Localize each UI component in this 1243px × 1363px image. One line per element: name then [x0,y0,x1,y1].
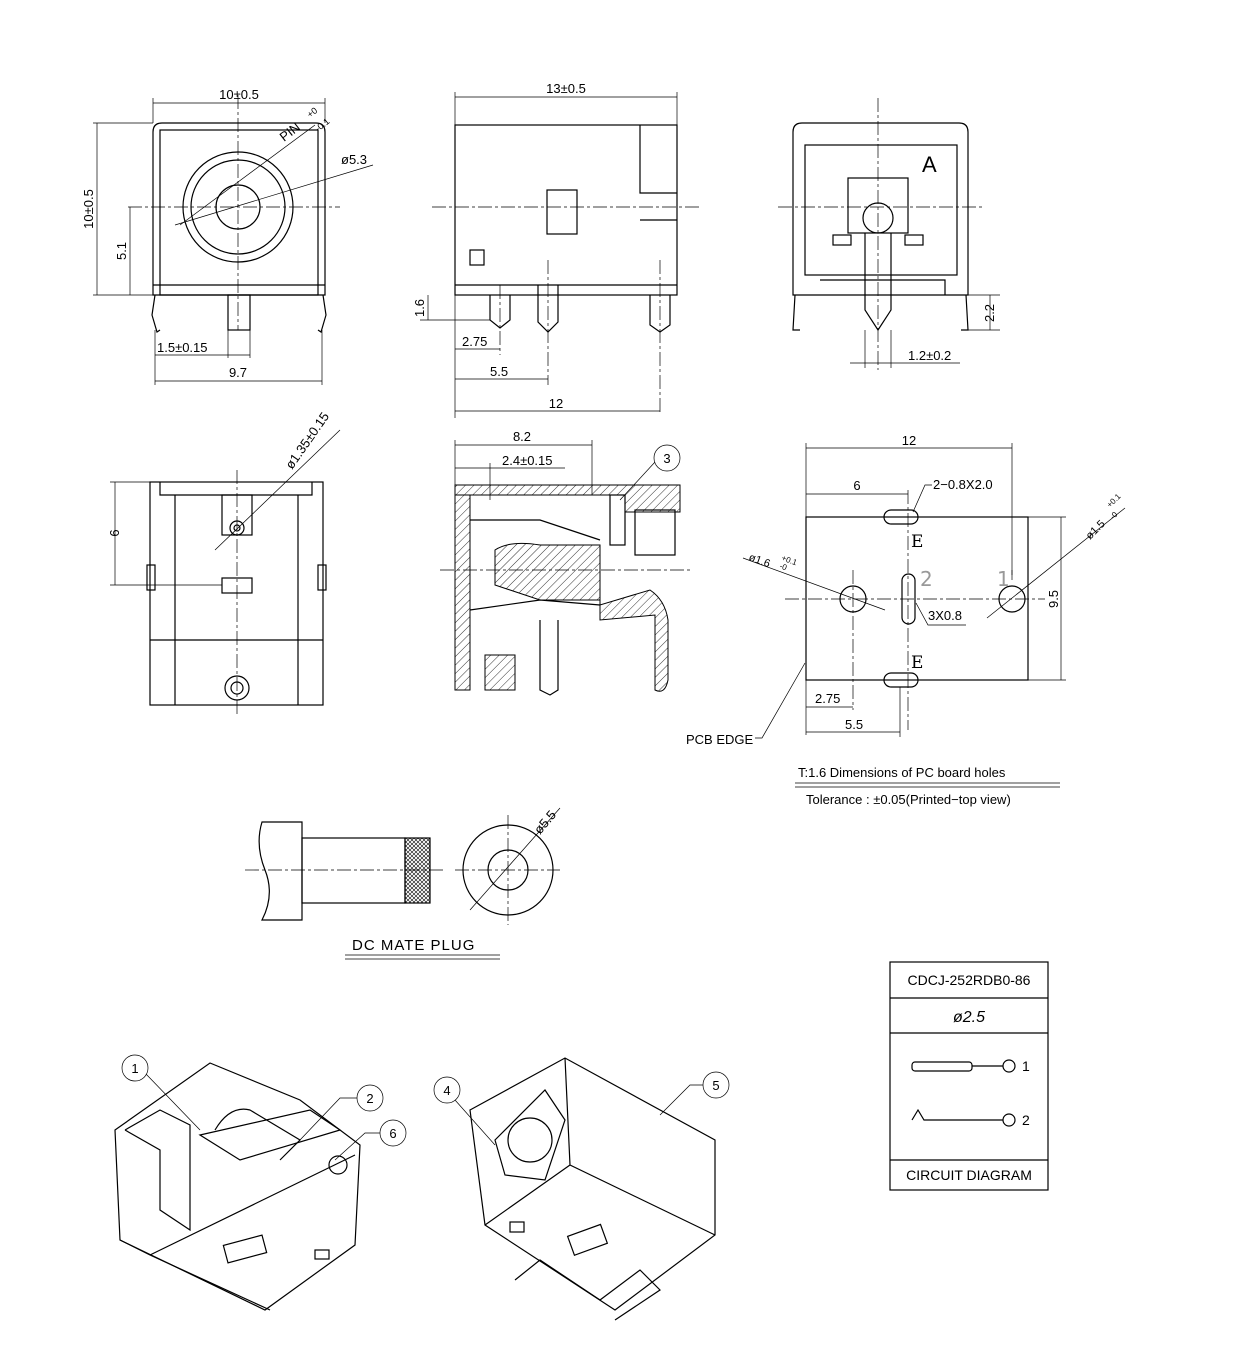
dim-height: 10±0.5 [81,189,96,229]
pcb-edge-label: PCB EDGE [686,732,754,747]
pcb-note-1: T:1.6 Dimensions of PC board holes [798,765,1006,780]
circuit-pin-2: 2 [1022,1112,1030,1128]
front-view: 10±0.5 10±0.5 5.1 PIN +0 -0.1 ø5.3 1.5±0… [81,87,374,385]
callout-3: 3 [663,451,670,466]
plug-title: DC MATE PLUG [352,937,475,954]
pcb-dim-height: 9.5 [1046,590,1061,608]
pin-1-label: 1 [997,567,1010,591]
hole1-tol-minus: -0 [1108,510,1120,522]
dim-outer-dia: ø5.3 [341,152,367,167]
dim-hole-dia: ø1.35±0.15 [282,409,332,471]
pin-tol-minus: -0.1 [313,116,331,133]
pcb-dim-half: 6 [853,478,860,493]
dim-24: 2.4±0.15 [502,453,553,468]
dim-pin-span: 9.7 [229,365,247,380]
iso-callout-6: 6 [389,1126,396,1141]
pcb-dim-width: 12 [902,433,916,448]
mate-plug: ø5.5 DC MATE PLUG [245,807,561,960]
dim-pin-length: 2.2 [982,304,997,322]
dim-pin-width: 1.5±0.15 [157,340,208,355]
iso-view-left: 1 2 6 [114,1054,407,1311]
dim-center-height: 5.1 [114,242,129,260]
hole1-tol-plus: +0.1 [1105,491,1123,509]
dim-275: 2.75 [462,334,487,349]
pcb-dim-275: 2.75 [815,691,840,706]
section-view: 8.2 2.4±0.15 3 [440,429,690,696]
part-number: CDCJ-252RDB0-86 [908,972,1031,988]
dim-12: 12 [549,396,563,411]
polarity-mark: A [922,152,937,177]
iso-view-right: 4 5 [433,1057,730,1321]
pin-2-label: 2 [920,567,933,591]
slot-size: 3X0.8 [928,608,962,623]
hole2-tol-minus: -0 [778,561,788,572]
pcb-dim-55: 5.5 [845,717,863,732]
pin-diameter: ø2.5 [953,1009,985,1026]
pin-tol-plus: +0 [305,105,319,119]
dim-standoff: 1.6 [412,299,427,317]
slot-note: 2−0.8X2.0 [933,477,993,492]
pcb-layout: E E 2 1 12 6 2−0.8X2.0 ø1.6 +0.1 -0 ø1.5… [686,433,1126,807]
earth-mark-top: E [911,532,923,552]
iso-callout-4: 4 [443,1083,450,1098]
circuit-pin-1: 1 [1022,1058,1030,1074]
iso-callout-5: 5 [712,1078,719,1093]
pcb-note-2: Tolerance : ±0.05(Printed−top view) [806,792,1011,807]
hole2-dia: ø1.6 [747,552,772,571]
hole1-dia: ø1.5 [1084,518,1108,542]
dim-82: 8.2 [513,429,531,444]
dim-width: 10±0.5 [219,87,259,102]
iso-callout-1: 1 [131,1061,138,1076]
dim-rear-pin-width: 1.2±0.2 [908,348,951,363]
plug-dia: ø5.5 [531,807,559,837]
dim-55: 5.5 [490,364,508,379]
side-view: 13±0.5 1.6 2.75 5.5 12 [412,81,700,418]
iso-callout-2: 2 [366,1091,373,1106]
dim-length: 13±0.5 [546,81,586,96]
part-table: CDCJ-252RDB0-86 ø2.5 1 2 CIRCUIT DIAGRAM [889,961,1049,1191]
dim-depth: 6 [107,529,122,536]
rear-view: A 2.2 1.2±0.2 [778,98,1000,370]
earth-mark-bottom: E [911,653,923,673]
circuit-diagram-label: CIRCUIT DIAGRAM [906,1167,1032,1183]
bottom-view: 6 ø1.35±0.15 [107,409,341,715]
